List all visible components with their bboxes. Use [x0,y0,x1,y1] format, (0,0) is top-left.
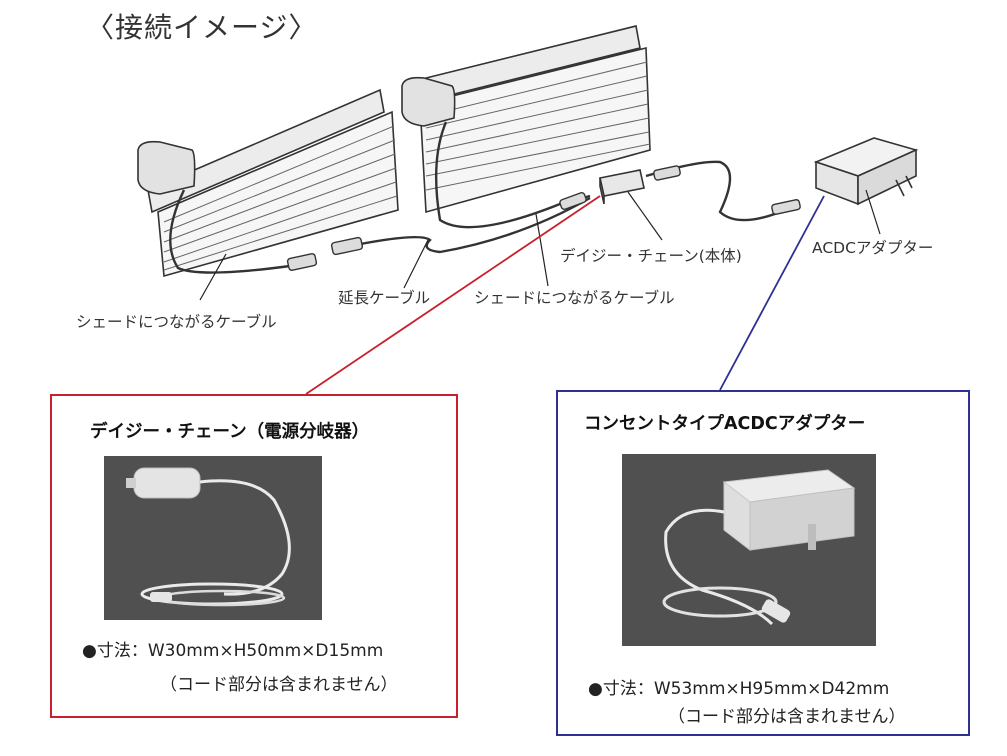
daisy-chain-note: （コード部分は含まれません） [160,675,398,695]
acdc-adapter-photo [622,454,876,646]
page-title: 〈接続イメージ〉 [86,11,318,44]
red-callout-line [305,195,601,395]
shade-left [137,88,399,278]
daisy-chain-unit [599,169,645,205]
shade-right [401,25,651,214]
daisy-chain-photo [104,456,322,620]
acdc-adapter-title: コンセントタイプACDCアダプター [584,414,866,434]
acdc-adapter-callout: コンセントタイプACDCアダプター ●寸法：W53mm×H95mm×D42mm … [556,390,970,736]
label-shade-cable-left: シェードにつながるケーブル [76,313,277,331]
label-acdc-adapter: ACDCアダプター [812,239,934,257]
acdc-adapter-dimensions: ●寸法：W53mm×H95mm×D42mm [588,679,890,699]
cable-plugs [286,165,801,271]
acdc-adapter-unit [813,137,919,206]
daisy-chain-callout: デイジー・チェーン（電源分岐器） ●寸法：W30mm×H50mm×D15mm （… [50,394,458,718]
acdc-adapter-note: （コード部分は含まれません） [668,707,906,727]
cables [169,121,791,274]
label-shade-cable-right: シェードにつながるケーブル [474,289,675,307]
daisy-chain-title: デイジー・チェーン（電源分岐器） [90,422,370,442]
blue-callout-line [719,195,825,391]
label-daisy-chain-body: デイジー・チェーン(本体) [560,247,742,265]
connection-diagram [137,25,919,395]
leader-lines [199,189,881,301]
daisy-chain-dimensions: ●寸法：W30mm×H50mm×D15mm [82,641,384,661]
label-extension-cable: 延長ケーブル [338,289,431,307]
